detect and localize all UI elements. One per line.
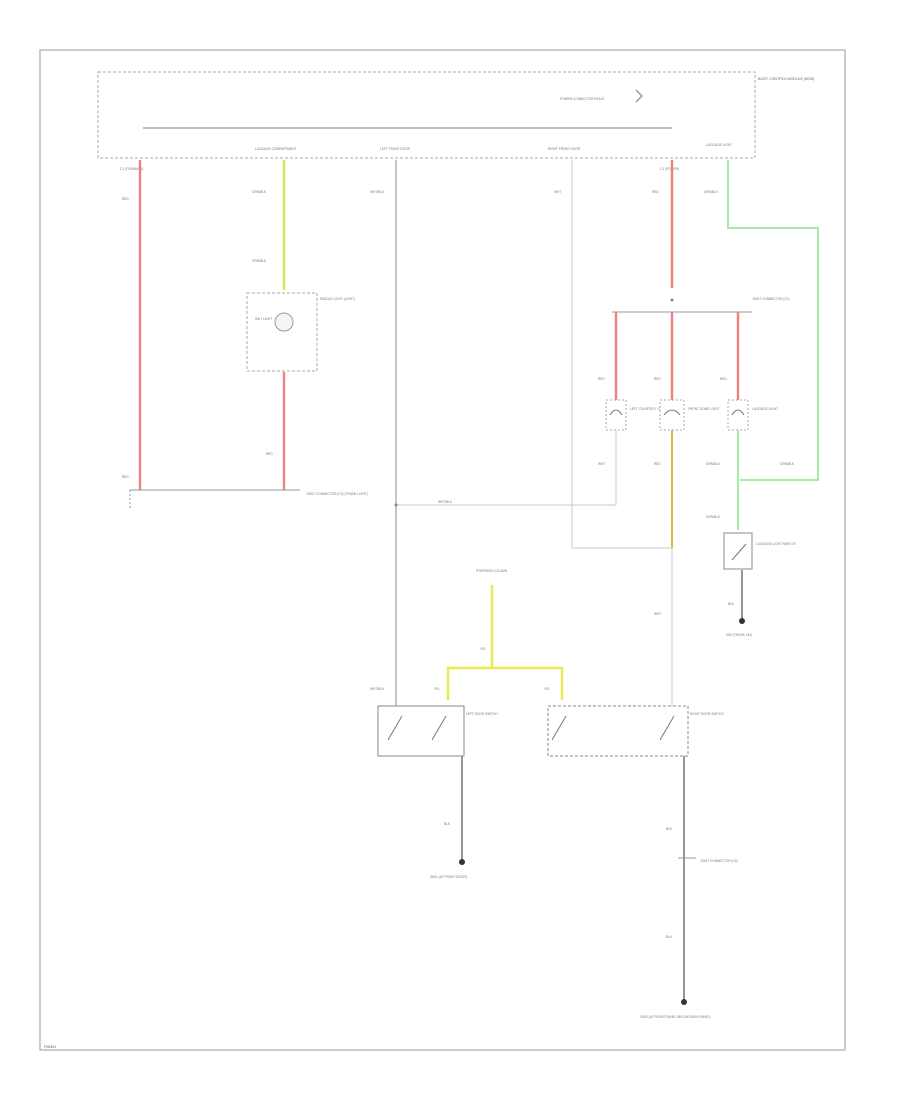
wire-label-yel-1: YEL [480,647,486,651]
splice-dot [394,503,398,507]
footer-id: P68461 [44,1045,56,1049]
lamp-unit-inner: SW / LIGHT [255,317,272,321]
lamp-unit-label: PADDLE LIGHT (LIGHT) [320,297,355,301]
wire-label-whtblk-1: WHT/BLK [370,190,385,194]
module-note: POWER CONNECTOR RELAY [560,97,605,101]
wire-label-red-4: RED [652,190,659,194]
wire-yel-split [446,666,564,700]
wire-label-grnblk-3: GRN/BLK [704,190,719,194]
diagram-frame [39,49,846,1051]
pin-label-1: C1 (FORWARD) [120,167,143,171]
pin-label-6: LUGGAGE LIGHT [706,143,732,147]
lamp-bulb-icon [274,312,294,332]
wire-label-grnblk-1: GRN/BLK [252,190,267,194]
pin-label-3: LEFT FRONT DOOR [380,147,411,151]
joint-connector-bottom-label: JOINT CONNECTOR (C4) [700,859,738,863]
luggage-switch [723,532,753,570]
right-lamp-label: LUGGAGE LIGHT [752,407,778,411]
pin-label-5: C1 (POWER) [660,167,679,171]
pin-label-4: RIGHT FRONT DOOR [548,147,581,151]
wire-label-grnblk-2: GRN/BLK [252,259,267,263]
wire-label-red-1: RED [122,197,129,201]
ground-bottom-label: G503 (AT FRONT PANEL BELOW DASH PANEL) [640,1015,711,1019]
left-door-switch-label: LEFT DOOR SWITCH [466,712,498,716]
center-lamp-label: FRONT DOME LIGHT [688,407,720,411]
lamp-unit [246,292,318,372]
splice-dot-right [670,298,674,302]
wire-label-grnblk-4: GRN/BLK [706,462,721,466]
wire-label-red-3: RED [266,452,273,456]
wire-label-red-5: RED [598,377,605,381]
wire-label-red-8: RED [654,462,661,466]
pin-label-2: LUGGAGE COMPARTMENT [255,147,296,151]
right-door-switch-label: RIGHT DOOR SWITCH [690,712,724,716]
joint-connector-top-label: JOINT CONNECTOR (C1) [752,297,790,301]
left-door-switch [377,705,465,757]
wire-label-whtblk-2: WHT/BLK [370,687,385,691]
left-lamp [605,399,627,431]
wire-label-blk-4: BLK [666,935,673,939]
joint-connector-left-label: JOINT CONNECTOR (C2) (TRUNK LIGHT) [306,492,368,496]
center-lamp [659,399,685,431]
wire-label-red-7: RED [720,377,727,381]
module-arrow-icon [635,89,643,103]
module-box [97,71,756,159]
ground-left-icon [459,859,465,865]
unit-label: STEERING COLUMN [476,569,508,573]
wire-label-blk-3: BLK [666,827,673,831]
wire-label-wht-3: WHT [654,612,661,616]
right-door-switch [547,705,689,757]
left-lamp-label: LEFT COURTESY LIGHT [630,407,667,411]
wire-label-whtblk-3: WHT/BLK [438,500,453,504]
ground-right-label: G50 (TRUNK LID) [726,633,752,637]
wire-label-blk-1: BLK [728,602,735,606]
wire-label-wht-2: WHT [598,462,605,466]
luggage-switch-label: LUGGAGE LIGHT SWITCH [756,542,796,546]
wire-label-yel-3: YEL [544,687,550,691]
wire-label-yel-2: YEL [434,687,440,691]
wire-grnblk-right [727,160,819,481]
wire-label-grnblk-6: GRN/BLK [706,515,721,519]
ground-bottom-icon [681,999,687,1005]
wire-label-wht-1: WHT [554,190,561,194]
module-title: BODY CONTROL MODULE (BCM) [758,77,814,81]
ground-left-label: G501 (AT FRONT DOOR) [430,875,467,879]
wire-label-grnblk-5: GRN/BLK [780,462,795,466]
wire-label-red-2: RED [122,475,129,479]
wire-label-red-6: RED [654,377,661,381]
ground-right-icon [739,618,745,624]
right-lamp [727,399,749,431]
wire-label-blk-2: BLK [444,822,451,826]
